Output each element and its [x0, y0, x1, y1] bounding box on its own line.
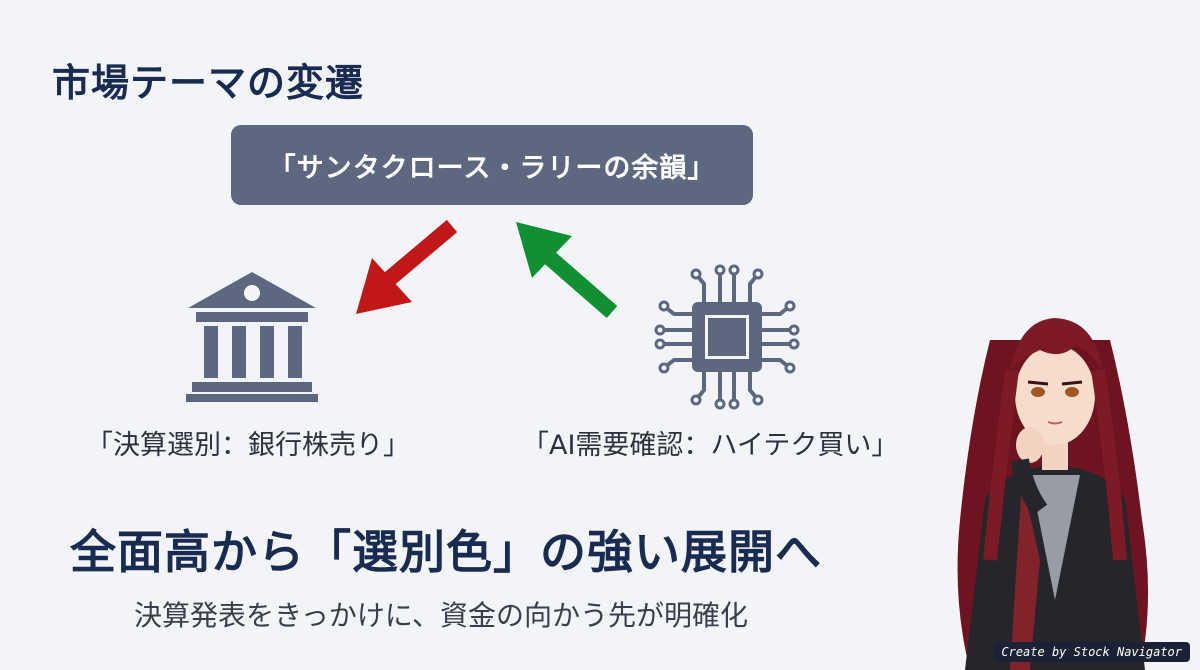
bank-caption: 「決算選別：銀行株売り」	[86, 430, 410, 461]
chip-caption: 「AI需要確認：ハイテク買い」	[522, 430, 899, 461]
bank-icon	[186, 272, 318, 402]
headline: 全面高から「選別色」の強い展開へ	[70, 525, 822, 579]
page-title: 市場テーマの変遷	[52, 61, 365, 105]
subline: 決算発表をきっかけに、資金の向かう先が明確化	[134, 599, 749, 632]
character-illustration	[957, 318, 1149, 670]
theme-box: 「サンタクロース・ラリーの余韻」	[231, 125, 753, 205]
microchip-icon	[654, 264, 800, 410]
green-arrow-icon	[516, 222, 618, 318]
credit-badge: Create by Stock Navigator	[993, 642, 1190, 662]
theme-box-label: 「サンタクロース・ラリーの余韻」	[268, 152, 716, 184]
red-arrow-icon	[356, 219, 458, 314]
